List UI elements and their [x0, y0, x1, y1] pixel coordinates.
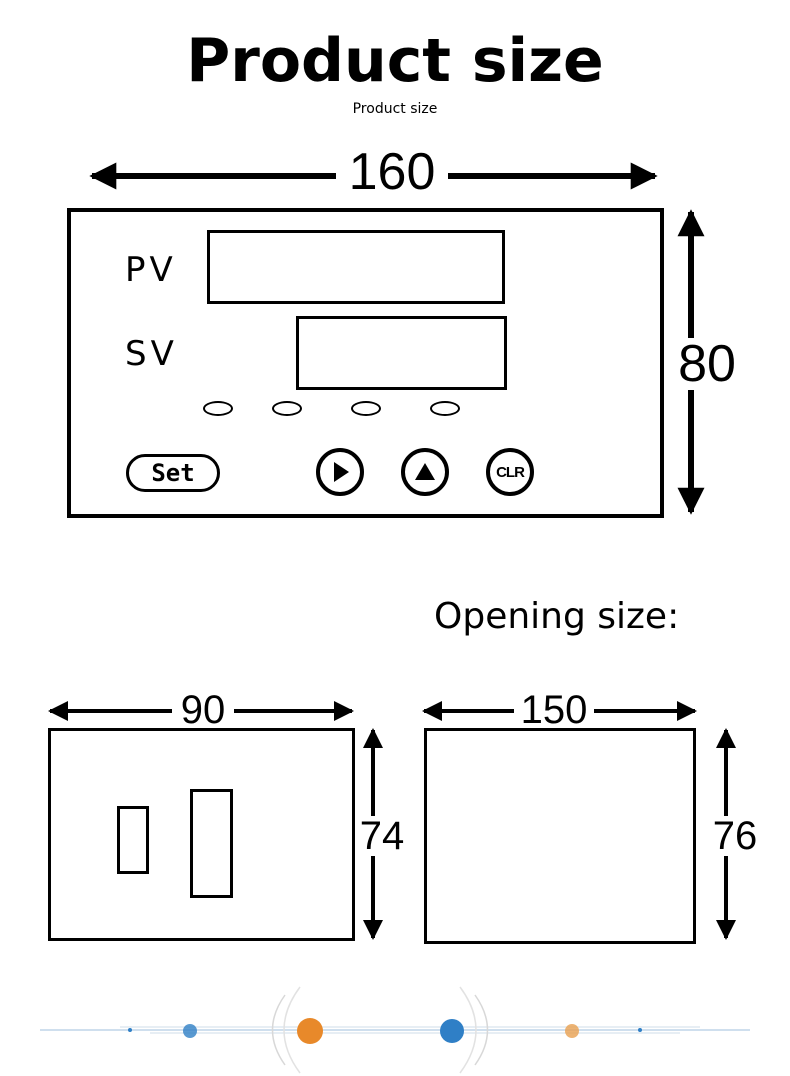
up-button — [401, 448, 449, 496]
indicator-led — [272, 401, 302, 416]
panel-cutout-box — [424, 728, 696, 944]
indicator-led — [430, 401, 460, 416]
opening-size-label: Opening size: — [434, 596, 680, 637]
shift-button — [316, 448, 364, 496]
decorative-footer-graphic — [40, 986, 750, 1074]
width-150-label: 150 — [514, 690, 594, 730]
sv-label: SV — [125, 334, 178, 374]
clr-button: CLR — [486, 448, 534, 496]
indicator-led — [351, 401, 381, 416]
width-160-label: 160 — [336, 146, 448, 198]
clr-label: CLR — [496, 463, 525, 481]
page-title: Product size — [186, 26, 604, 96]
width-90-label: 90 — [172, 690, 234, 730]
triangle-up-icon — [415, 463, 435, 480]
height-76-label: 76 — [708, 816, 762, 856]
set-button: Set — [126, 454, 220, 492]
indicator-led — [203, 401, 233, 416]
pv-label: PV — [125, 250, 177, 290]
play-right-icon — [334, 462, 349, 482]
pv-display — [207, 230, 505, 304]
terminal-slot-large — [190, 789, 233, 898]
height-80-label: 80 — [672, 338, 742, 390]
sv-display — [296, 316, 507, 390]
page-subtitle: Product size — [352, 101, 438, 117]
terminal-slot-small — [117, 806, 149, 874]
height-74-label: 74 — [356, 816, 408, 856]
